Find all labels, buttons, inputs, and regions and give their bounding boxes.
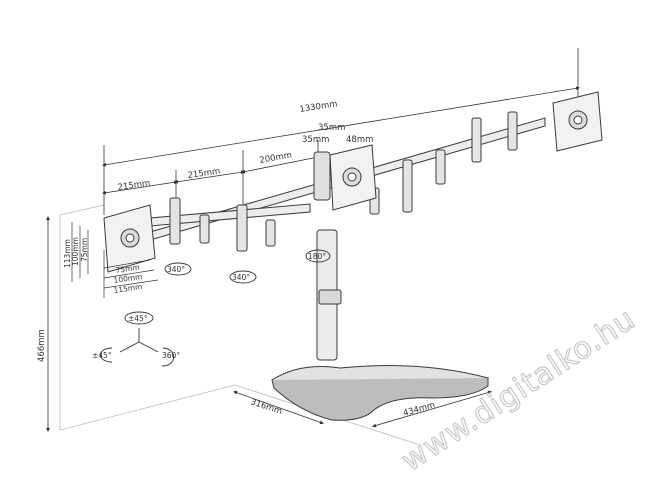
vesa-75-label: 75mm (80, 238, 89, 262)
swivel-label: ±45° (92, 351, 112, 360)
overall-width-label: 1330mm (299, 99, 338, 115)
segment-1-label: 215mm (117, 179, 151, 193)
rotate-left-label: 340° (167, 265, 185, 274)
base-width-line (372, 390, 492, 428)
center-vesa-plate (313, 144, 377, 211)
vesa-100-label: 100mm (71, 237, 80, 266)
right-vesa-plate (552, 91, 603, 152)
rotate-center-label: 180° (308, 252, 326, 261)
offset-35-top-label: 35mm (318, 123, 345, 133)
vesa-75h-label: 75mm (115, 263, 140, 275)
vesa-100h-label: 100mm (113, 272, 143, 285)
offset-48-label: 48mm (346, 135, 373, 145)
left-vesa-plate (103, 204, 156, 273)
vesa-dimensions (71, 222, 159, 298)
overall-width-dimension (102, 48, 580, 215)
base-width-label: 434mm (402, 400, 436, 419)
vesa-113-label: 113mm (63, 239, 72, 268)
offset-35-bottom-label: 35mm (302, 135, 329, 145)
segment-3-label: 200mm (259, 150, 293, 166)
base-depth-label: 316mm (249, 397, 283, 417)
rotation-arrows (99, 249, 331, 367)
segment-2-label: 215mm (187, 167, 221, 181)
vesa-115h-label: 115mm (113, 282, 143, 295)
height-label: 466mm (37, 329, 47, 362)
base-depth-line (233, 390, 324, 425)
rotate-mid-label: 340° (232, 273, 250, 282)
tilt-label: ±45° (128, 314, 148, 323)
pole (316, 229, 342, 361)
arm-joints (169, 111, 518, 252)
spin-label: 360° (162, 351, 180, 360)
